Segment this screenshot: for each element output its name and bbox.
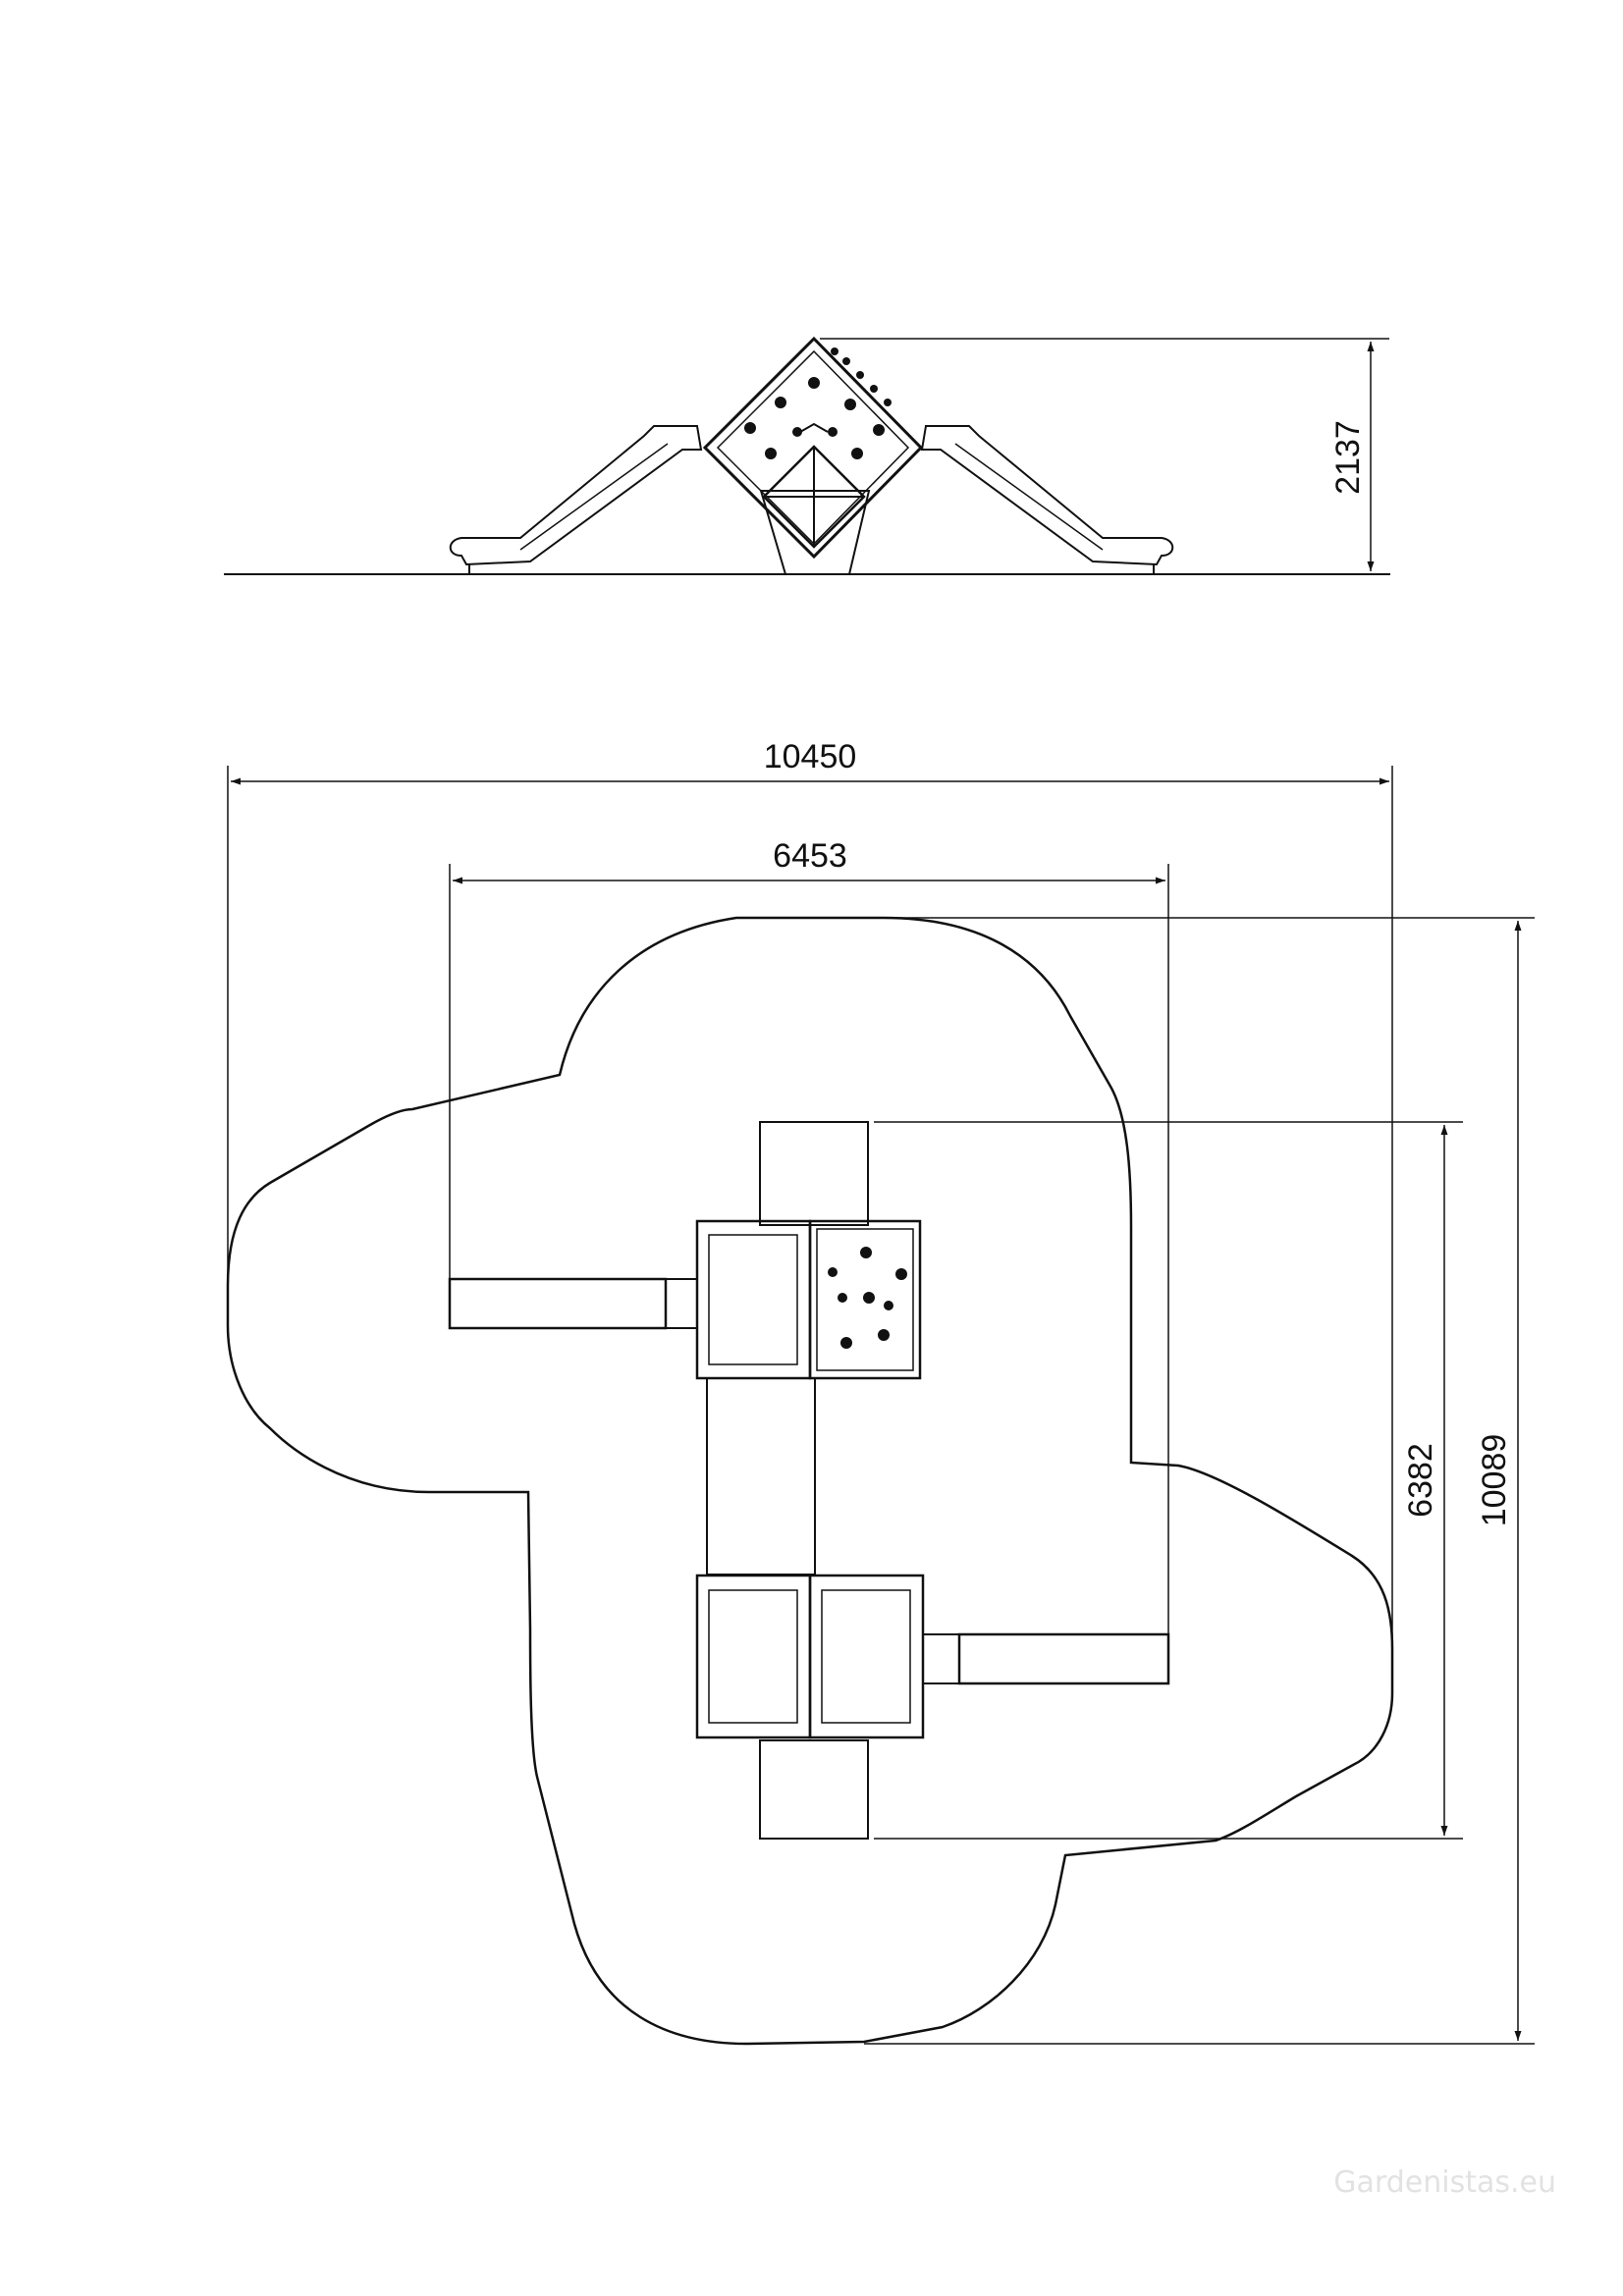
- climbing-holds-elevation: [744, 347, 892, 459]
- safety-zone-outline: [226, 916, 1394, 2046]
- tower-climbing-wall-panel: [808, 1219, 922, 1380]
- watermark-text: Gardenistas.eu: [1333, 2165, 1556, 2200]
- inner-width-dimension: 6453: [449, 837, 1169, 1634]
- plan-view: 10450 6453 6382 10089: [226, 738, 1535, 2046]
- tower-platform-bottom-left: [695, 1574, 812, 1739]
- right-slide-elevation: [920, 425, 1174, 574]
- tower-elevation: [702, 336, 924, 575]
- climbing-holds-plan: [828, 1247, 907, 1349]
- total-width-label: 10450: [764, 738, 857, 775]
- left-slide-elevation: [449, 425, 703, 574]
- inner-depth-label: 6382: [1402, 1443, 1439, 1518]
- height-dimension-label: 2137: [1329, 420, 1367, 495]
- tower-platform-bottom-right: [808, 1574, 925, 1739]
- tower-platform-top-left: [695, 1219, 812, 1380]
- tower-net-legs: [759, 490, 871, 575]
- inner-depth-dimension: 6382: [874, 1121, 1463, 1840]
- bottom-net-ladder: [759, 1739, 869, 1840]
- height-dimension: 2137: [820, 338, 1389, 571]
- side-elevation: 2137: [224, 336, 1390, 575]
- total-depth-dimension: 10089: [864, 917, 1535, 2045]
- tower-diamond: [702, 336, 924, 560]
- inner-width-label: 6453: [773, 837, 847, 875]
- top-net-ladder: [759, 1121, 869, 1226]
- right-slide-plan: [922, 1632, 1170, 1685]
- net-bridge: [706, 1377, 816, 1575]
- left-slide-plan: [448, 1277, 698, 1330]
- total-width-dimension: 10450: [227, 738, 1393, 1659]
- total-depth-label: 10089: [1476, 1434, 1513, 1527]
